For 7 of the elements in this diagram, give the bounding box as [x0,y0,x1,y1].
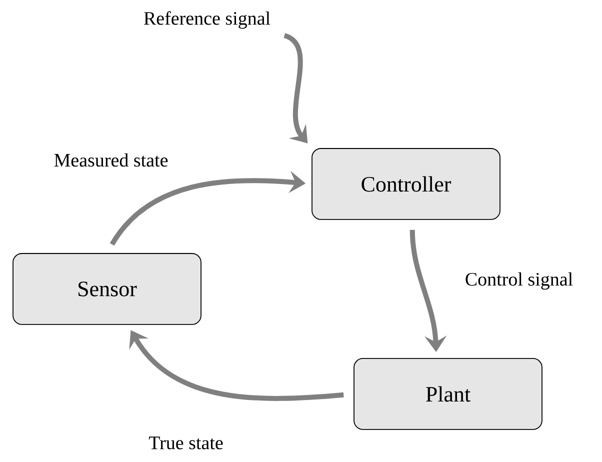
signal-label: Reference signal [144,11,270,29]
edge-label: True state [146,434,226,452]
process-box: Sensor [12,253,202,325]
process-box: Plant [354,358,542,430]
process-box: Controller [312,148,500,220]
edge-label: Measured state [52,151,170,169]
edge-label: Control signal [462,270,576,292]
